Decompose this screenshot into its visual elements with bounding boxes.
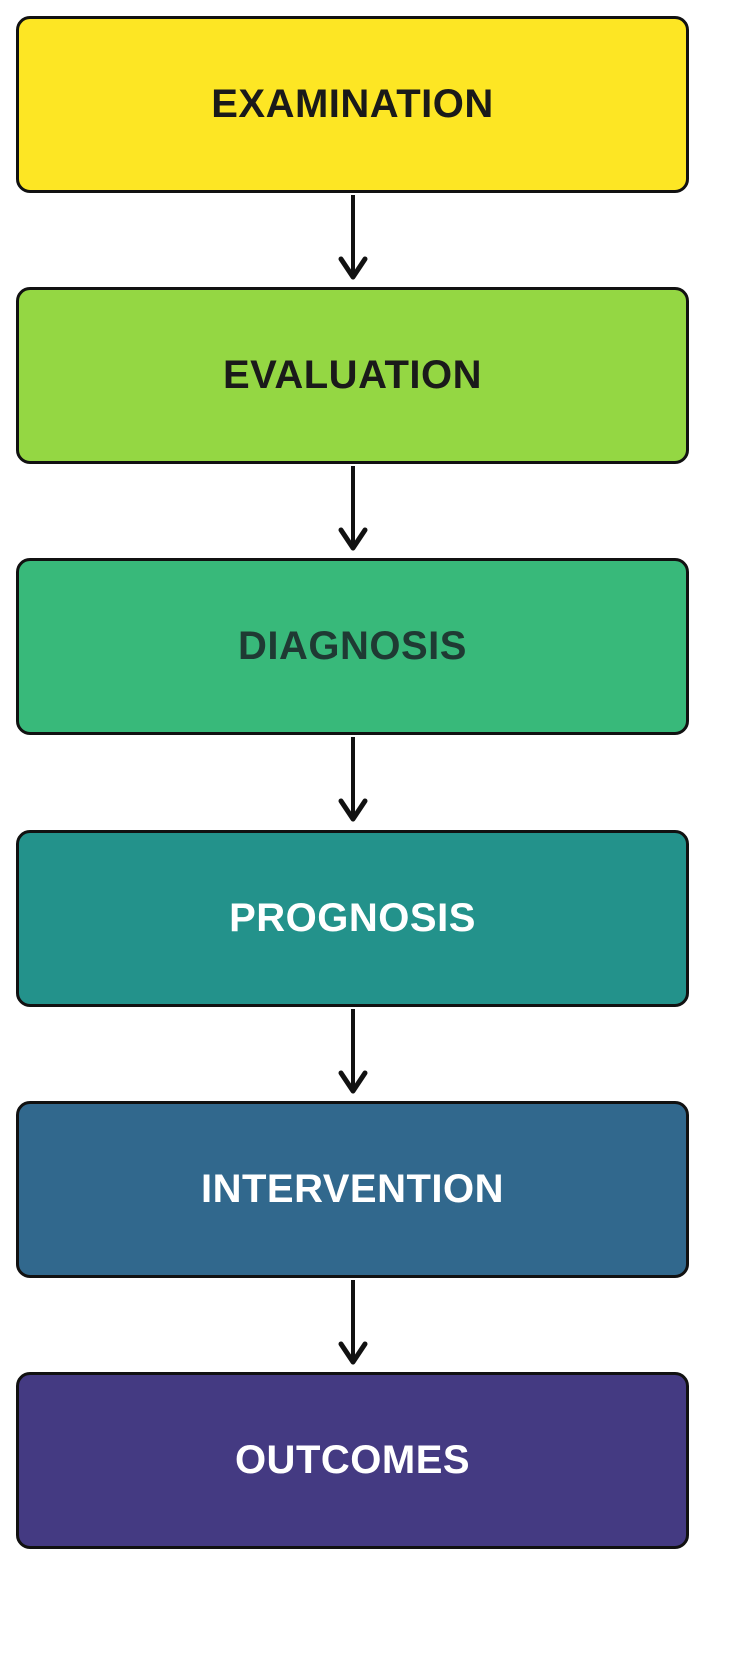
step-label: DIAGNOSIS — [238, 624, 467, 668]
step-evaluation: EVALUATION — [16, 287, 689, 464]
step-outcomes: OUTCOMES — [16, 1372, 689, 1549]
step-label: INTERVENTION — [200, 1167, 505, 1211]
step-label: OUTCOMES — [234, 1438, 471, 1482]
step-label: EVALUATION — [222, 353, 483, 397]
arrow-down-icon — [338, 195, 368, 280]
arrow-down-icon — [338, 466, 368, 551]
step-prognosis: PROGNOSIS — [16, 830, 689, 1007]
step-diagnosis: DIAGNOSIS — [16, 558, 689, 735]
step-label: EXAMINATION — [211, 82, 494, 126]
step-examination: EXAMINATION — [16, 16, 689, 193]
step-label: PROGNOSIS — [229, 896, 476, 940]
step-intervention: INTERVENTION — [16, 1101, 689, 1278]
arrow-down-icon — [338, 737, 368, 822]
arrow-down-icon — [338, 1009, 368, 1094]
arrow-down-icon — [338, 1280, 368, 1365]
